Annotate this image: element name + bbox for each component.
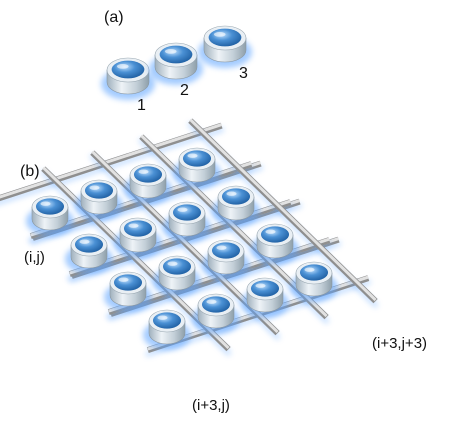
resonator-highlight (157, 315, 168, 320)
waveguide-core (0, 123, 223, 199)
resonator-top (162, 258, 192, 275)
resonator-top (260, 226, 290, 243)
panel-b-label: (b) (20, 163, 40, 180)
lattice-resonator (212, 185, 260, 226)
resonator-top (211, 242, 241, 259)
resonator-top (208, 28, 242, 47)
resonators (26, 147, 338, 350)
resonator-label-1: 1 (137, 97, 146, 114)
resonator-top (111, 60, 145, 79)
resonator-label-3: 3 (239, 65, 248, 82)
resonator-3 (198, 25, 252, 68)
resonator-top (152, 312, 182, 329)
resonator-top (201, 296, 231, 313)
panel-a-label: (a) (104, 9, 124, 26)
lattice-resonator (241, 277, 289, 318)
resonator-top (182, 150, 212, 167)
resonator-highlight (40, 201, 51, 206)
lattice-resonator (104, 271, 152, 312)
resonator-top (159, 45, 193, 64)
lattice-resonator (26, 195, 74, 236)
resonator-highlight (79, 239, 90, 244)
lattice-resonator (251, 223, 299, 264)
resonator-top (35, 198, 65, 215)
lattice-resonator (65, 233, 113, 274)
lattice-resonator (114, 217, 162, 258)
panel-b: (b) (i,j) (i+3,j) (i+3,j+3) (0, 118, 427, 414)
resonator-top (221, 188, 251, 205)
resonator-highlight (128, 223, 139, 228)
resonator-top (84, 182, 114, 199)
corner-label-top-left: (i,j) (24, 249, 45, 266)
resonator-top (123, 220, 153, 237)
lattice-resonator (163, 201, 211, 242)
resonator-1 (101, 57, 155, 100)
lattice-resonator (75, 179, 123, 220)
lattice-resonator (143, 309, 191, 350)
resonator-highlight (167, 261, 178, 266)
lattice-resonator (124, 163, 172, 204)
resonator-highlight (304, 267, 315, 272)
resonator-top (250, 280, 280, 297)
lattice-resonator (173, 147, 221, 188)
resonator-highlight (226, 191, 237, 196)
resonator-chain (101, 25, 252, 100)
resonator-top (172, 204, 202, 221)
resonator-highlight (187, 153, 198, 158)
resonator-highlight (89, 185, 100, 190)
resonator-highlight (118, 277, 129, 282)
resonator-top (299, 264, 329, 281)
resonator-label-2: 2 (180, 82, 189, 99)
resonator-highlight (265, 229, 276, 234)
resonator-highlight (116, 64, 129, 69)
column-waveguide (187, 118, 379, 308)
resonator-highlight (216, 245, 227, 250)
corner-label-bottom-right: (i+3,j+3) (372, 335, 427, 352)
resonator-top (113, 274, 143, 291)
resonator-2 (149, 42, 203, 85)
resonator-highlight (255, 283, 266, 288)
resonator-highlight (164, 49, 177, 54)
resonator-top (133, 166, 163, 183)
resonator-lattice (0, 118, 379, 357)
waveguide-core (189, 118, 377, 302)
corner-label-bottom-left: (i+3,j) (192, 397, 230, 414)
resonator-highlight (213, 32, 226, 37)
lattice-resonator (153, 255, 201, 296)
lattice-resonator (192, 293, 240, 334)
lattice-resonator (202, 239, 250, 280)
resonator-highlight (138, 169, 149, 174)
panel-a: (a) 1 2 3 (101, 9, 252, 114)
resonator-highlight (206, 299, 217, 304)
lattice-resonator (290, 261, 338, 302)
resonator-highlight (177, 207, 188, 212)
resonator-top (74, 236, 104, 253)
